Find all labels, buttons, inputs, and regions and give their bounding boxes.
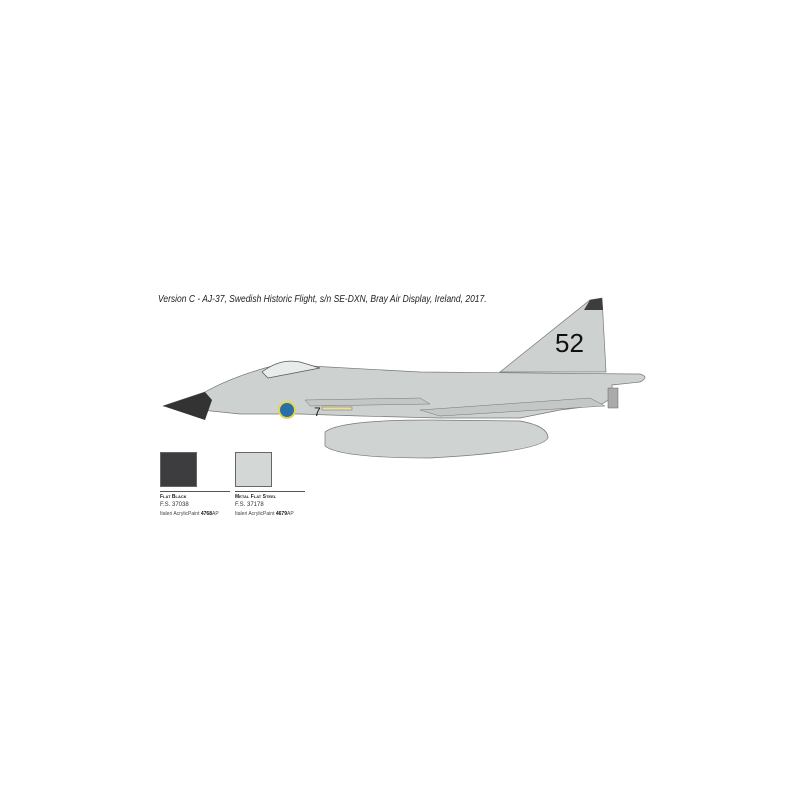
exhaust <box>607 387 619 409</box>
roundel <box>278 401 296 419</box>
fin-tip <box>584 298 603 310</box>
main-wing <box>419 397 606 417</box>
paint-brand: Italeri AcrylicPaint 4679AP <box>235 511 294 517</box>
nose-cone <box>163 392 212 420</box>
fuselage-stripe <box>321 406 353 411</box>
color-chip <box>235 452 272 487</box>
paint-name: Flat Black <box>160 494 187 500</box>
side-number: 7 <box>314 405 321 419</box>
fuselage <box>162 364 646 419</box>
canard <box>304 397 431 407</box>
paint-brand: Italeri AcrylicPaint 4768AP <box>160 511 219 517</box>
version-caption: Version C - AJ-37, Swedish Historic Flig… <box>158 294 487 305</box>
paint-swatch-metal-flat-steel: Metal Flat Steel F.S. 37178 Italeri Acry… <box>235 452 345 517</box>
drop-tank <box>324 419 549 459</box>
paint-name: Metal Flat Steel <box>235 494 277 500</box>
tail-number: 52 <box>555 328 584 358</box>
fs-code: F.S. 37178 <box>235 502 264 508</box>
color-chip <box>160 452 197 487</box>
paint-swatch-flat-black: Flat Black F.S. 37038 Italeri AcrylicPai… <box>160 452 270 517</box>
fs-code: F.S. 37038 <box>160 502 189 508</box>
canopy <box>261 360 321 379</box>
